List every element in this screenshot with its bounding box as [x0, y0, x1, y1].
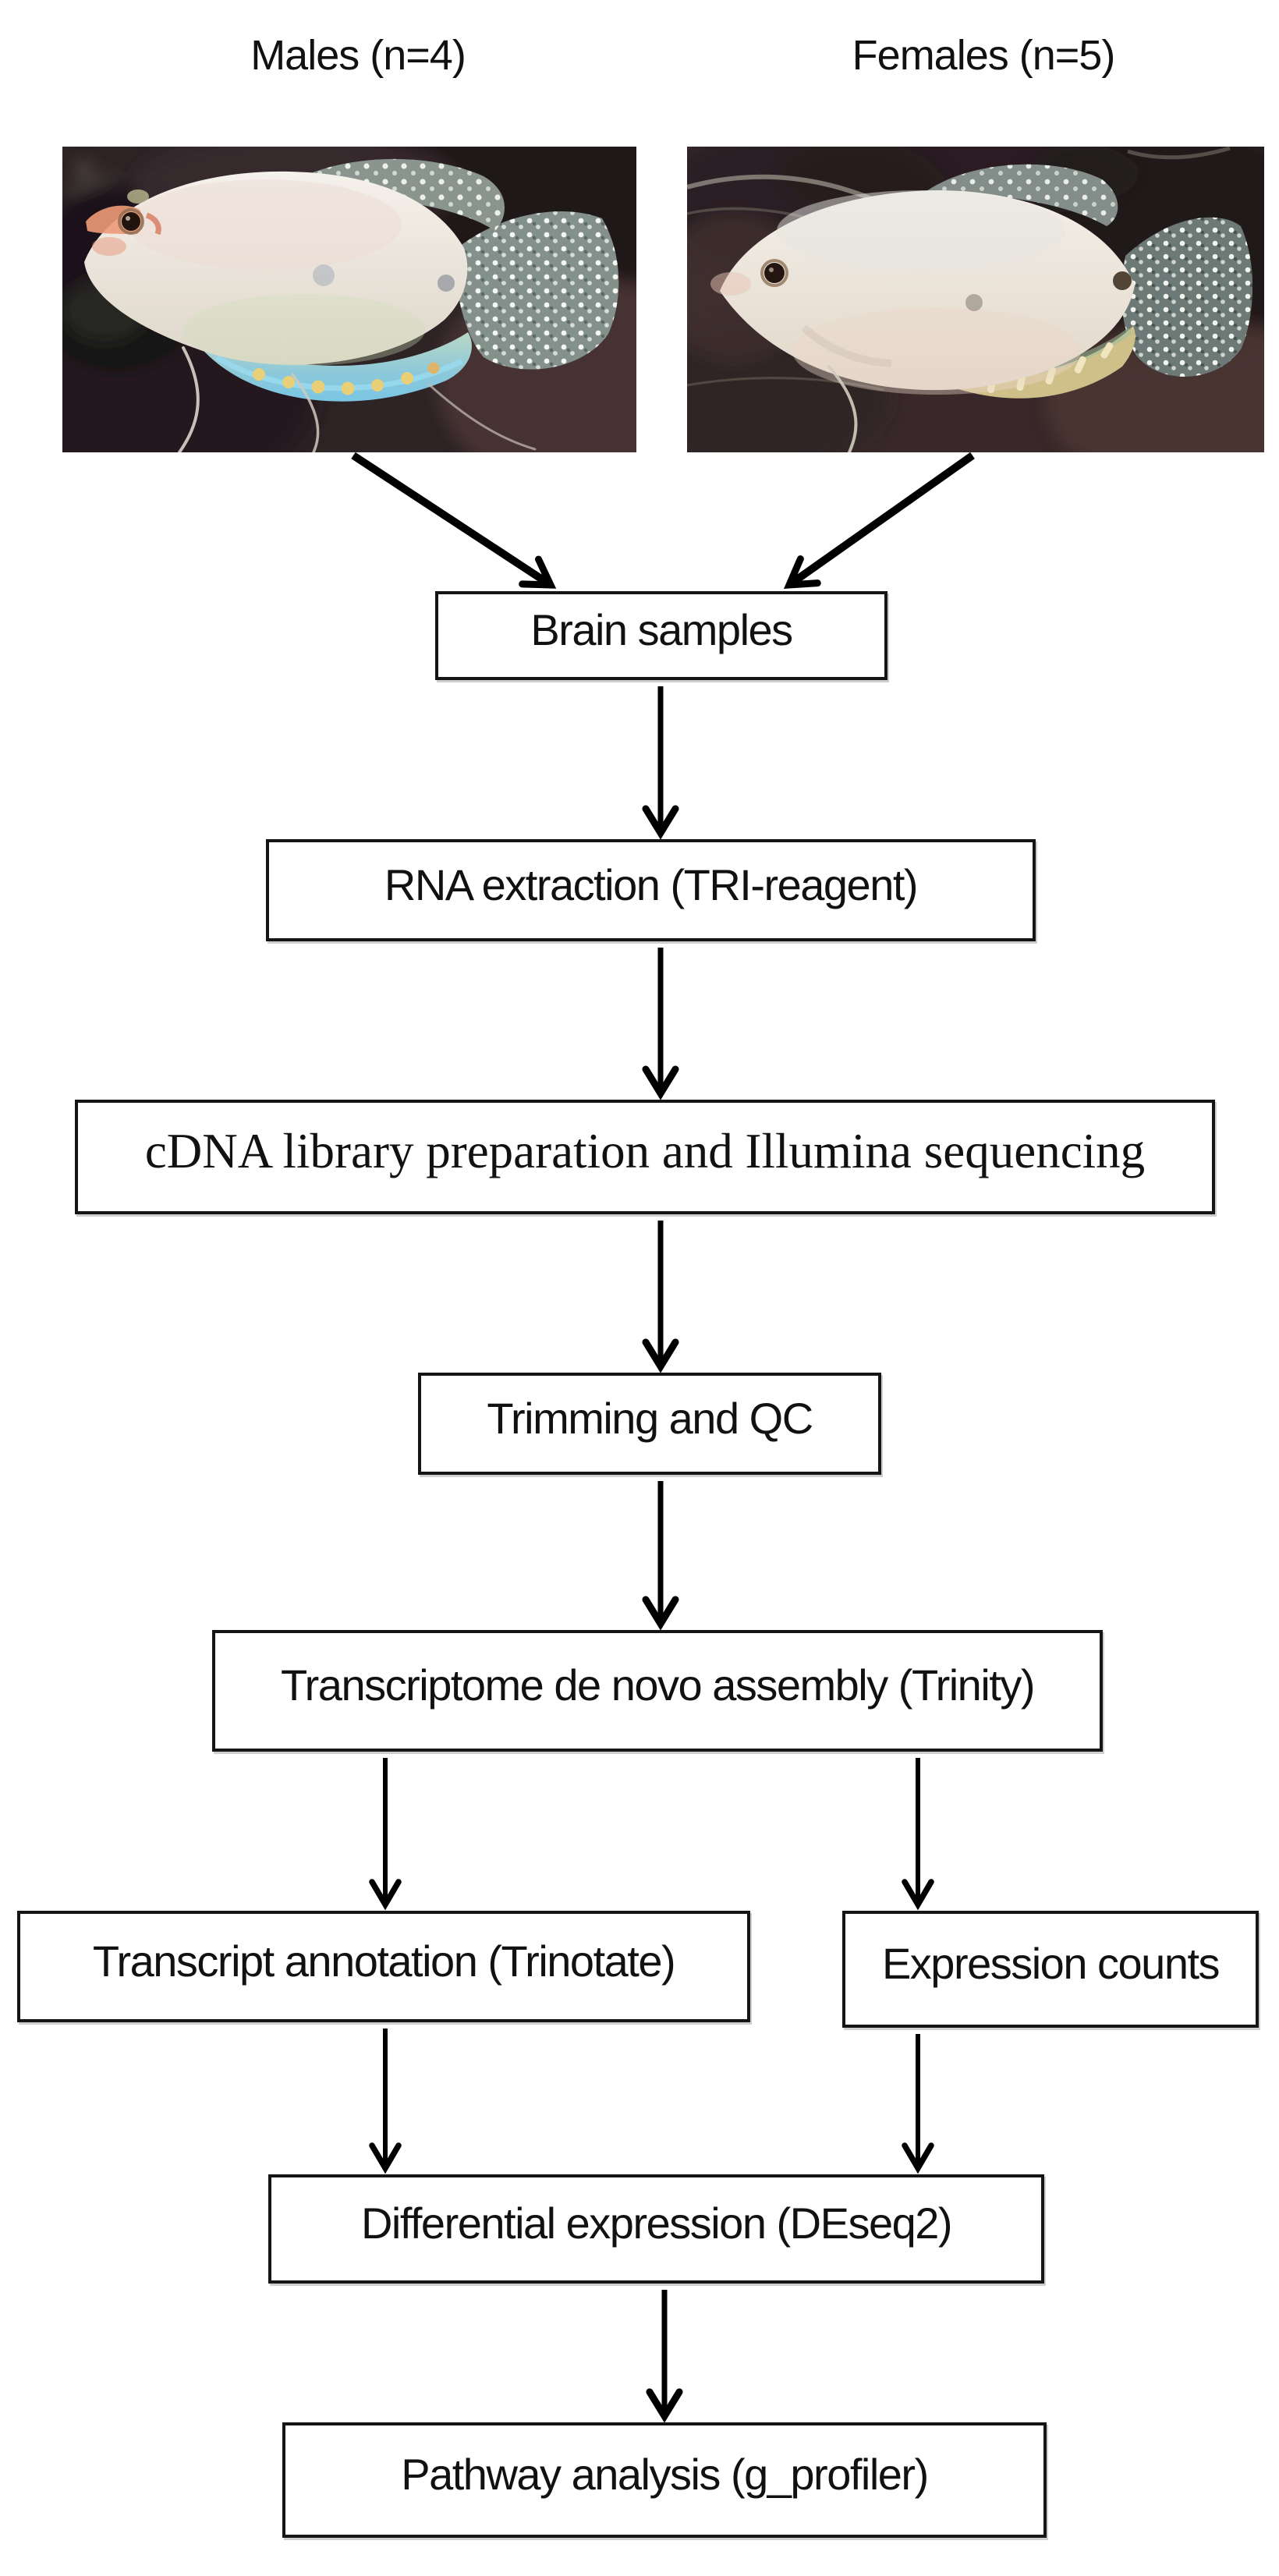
- mid-body-spot: [313, 264, 335, 286]
- female-fish-photo: [687, 147, 1264, 452]
- female-fish-illustration: [687, 147, 1264, 452]
- anal-fin-yellow-spots: [253, 362, 440, 395]
- eye: [122, 212, 140, 231]
- fish: [710, 164, 1253, 452]
- node-pathway-analysis: Pathway analysis (g_profiler): [282, 2422, 1047, 2538]
- node-transcript-annotation: Transcript annotation (Trinotate): [17, 1911, 750, 2022]
- male-fish-illustration: [62, 147, 636, 452]
- node-trimming-qc: Trimming and QC: [418, 1373, 881, 1475]
- tail-base-spot: [1113, 271, 1132, 290]
- node-brain-samples: Brain samples: [435, 591, 888, 680]
- node-rna-extraction: RNA extraction (TRI-reagent): [266, 839, 1036, 941]
- mid-body-spot: [965, 294, 983, 311]
- arrow-male-photo-to-brain-samples: [351, 452, 557, 589]
- arrow-female-photo-to-brain-samples: [783, 452, 975, 589]
- males-label: Males (n=4): [250, 32, 466, 79]
- ventral-filaments: [178, 346, 537, 452]
- fish: [84, 158, 619, 452]
- females-label: Females (n=5): [852, 32, 1116, 79]
- node-transcriptome-assembly: Transcriptome de novo assembly (Trinity): [212, 1630, 1103, 1752]
- tail-base-spot: [438, 275, 455, 292]
- node-differential-expression: Differential expression (DEseq2): [268, 2174, 1044, 2284]
- male-fish-photo: [62, 147, 636, 452]
- ventral-filament: [827, 365, 858, 452]
- eye: [764, 263, 785, 283]
- node-expression-counts: Expression counts: [842, 1911, 1259, 2028]
- fish-body: [84, 171, 468, 365]
- node-cdna-library-sequencing: cDNA library preparation and Illumina se…: [75, 1100, 1215, 1214]
- snout: [710, 272, 751, 296]
